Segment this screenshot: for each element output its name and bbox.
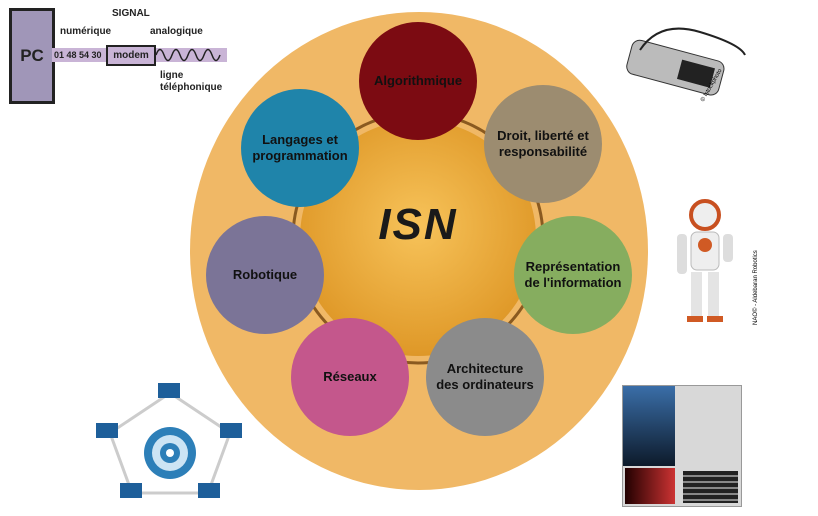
node-representation: Représentation de l'information <box>514 216 632 334</box>
node-langages: Langages et programmation <box>241 89 359 207</box>
robot-credit: NAO© - Aldebaran Robotics <box>753 250 759 325</box>
node-robotique: Robotique <box>206 216 324 334</box>
analogique-label: analogique <box>150 26 203 37</box>
node-label: Architecture des ordinateurs <box>436 361 534 392</box>
pc-label: PC <box>20 46 44 65</box>
software-screenshot-image <box>622 385 742 507</box>
node-label: Algorithmique <box>373 73 463 88</box>
node-droit: Droit, liberté et responsabilité <box>484 85 602 203</box>
robot-image: NAO© - Aldebaran Robotics <box>665 190 759 325</box>
node-label: Langages et programmation <box>252 132 348 163</box>
node-label: Robotique <box>232 267 298 282</box>
wave-icon <box>156 48 221 62</box>
node-reseaux: Réseaux <box>291 318 409 436</box>
modem-box: modem <box>106 45 156 66</box>
center-title: ISN <box>378 200 458 249</box>
modem-label: modem <box>113 50 149 61</box>
modem-diagram: PC SIGNAL numérique analogique 01 48 54 … <box>0 0 240 110</box>
node-label: Représentation de l'information <box>524 259 622 290</box>
node-label: Droit, liberté et responsabilité <box>497 128 589 159</box>
signal-label: SIGNAL <box>112 8 150 19</box>
node-label: Réseaux <box>323 369 377 384</box>
numerique-label: numérique <box>60 26 112 37</box>
phone-image: © Istockphoto <box>620 20 750 110</box>
node-architecture: Architecture des ordinateurs <box>426 318 544 436</box>
ligne-label: ligne téléphonique <box>160 70 223 93</box>
network-image <box>96 383 242 498</box>
digits-label: 01 48 54 30 <box>54 50 102 60</box>
pc-box: PC <box>9 8 55 104</box>
node-algorithmique: Algorithmique <box>359 22 477 140</box>
